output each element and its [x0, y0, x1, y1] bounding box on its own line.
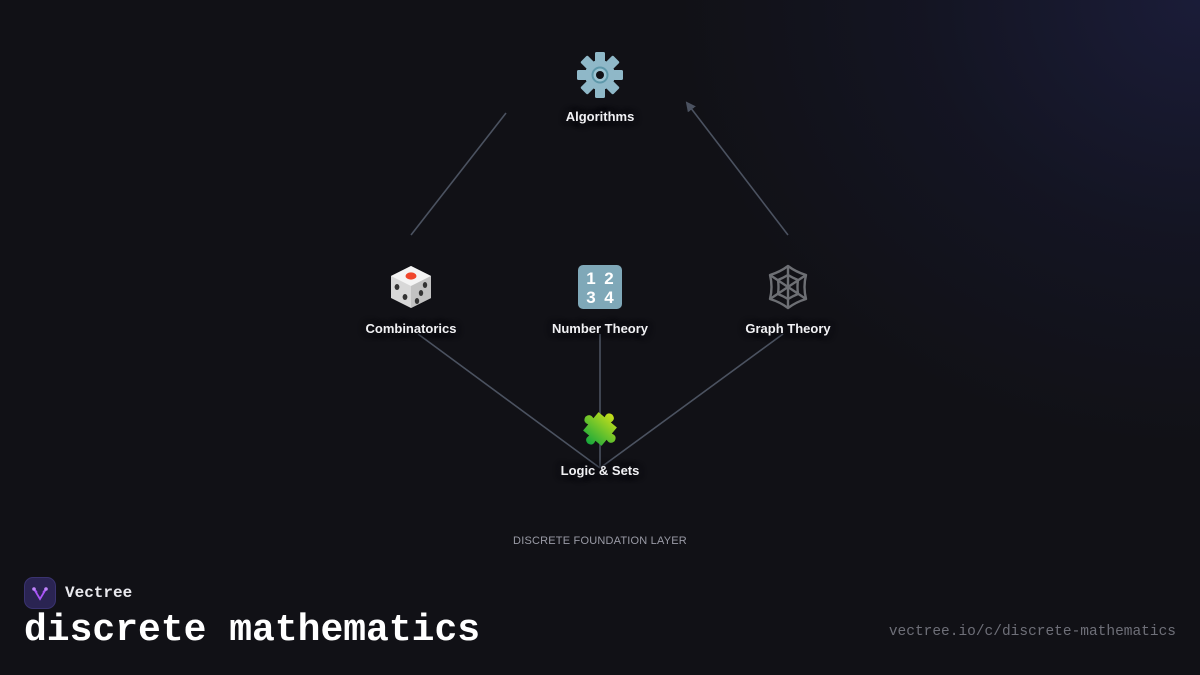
node-label: Number Theory [551, 321, 649, 336]
edge-combinatorics-algorithms [410, 112, 507, 236]
node-label: Graph Theory [745, 321, 831, 336]
node-algorithms[interactable]: Algorithms [520, 47, 680, 126]
node-logic-sets[interactable]: Logic & Sets [520, 401, 680, 480]
svg-text:4: 4 [604, 288, 614, 307]
node-number-theory[interactable]: 1 2 3 4 Number Theory [520, 259, 680, 338]
vectree-logo-icon [24, 577, 56, 609]
node-combinatorics[interactable]: Combinatorics [331, 259, 491, 338]
node-label: Algorithms [565, 109, 635, 124]
edge-graph-theory-algorithms [685, 101, 789, 236]
edge-graph-theory-logic-sets [599, 333, 784, 469]
dice-icon [383, 261, 439, 317]
layer-caption: DISCRETE FOUNDATION LAYER [513, 535, 687, 547]
brand[interactable]: Vectree [24, 577, 132, 609]
edge-combinatorics-logic-sets [417, 333, 601, 469]
node-graph-theory[interactable]: Graph Theory [708, 259, 868, 338]
page-title: discrete mathematics [24, 609, 481, 652]
svg-text:3: 3 [586, 288, 595, 307]
svg-text:2: 2 [604, 269, 613, 288]
puzzle-piece-icon [572, 403, 628, 459]
node-label: Combinatorics [365, 321, 457, 336]
svg-text:1: 1 [586, 269, 595, 288]
brand-name: Vectree [65, 584, 133, 602]
spider-web-icon [760, 261, 816, 317]
numbers-1234-icon: 1 2 3 4 [572, 261, 628, 317]
node-label: Logic & Sets [560, 463, 640, 478]
gear-icon [572, 49, 628, 105]
page-url[interactable]: vectree.io/c/discrete-mathematics [888, 624, 1176, 640]
